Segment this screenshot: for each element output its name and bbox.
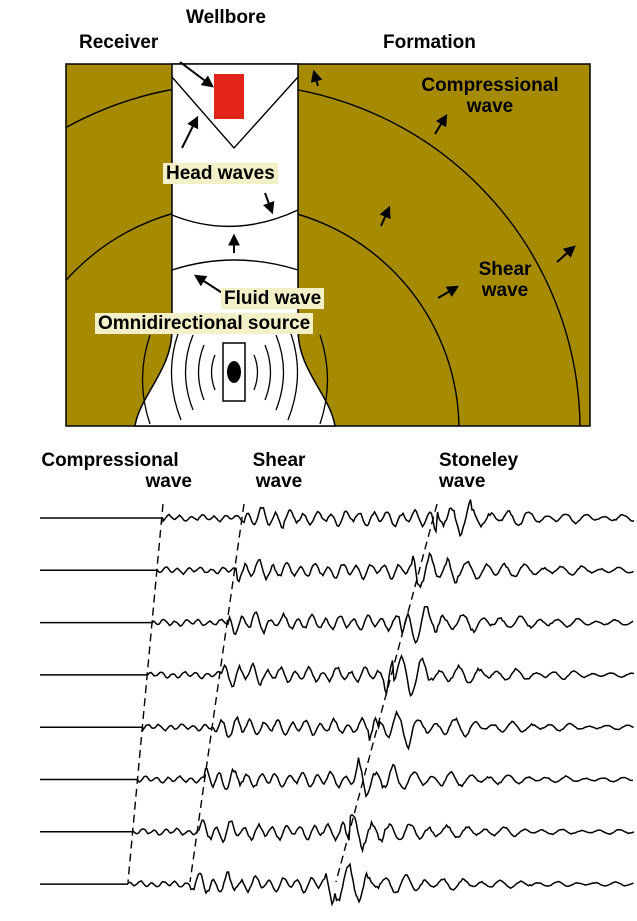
waveform-trace bbox=[162, 499, 635, 538]
waveform-trace bbox=[142, 709, 634, 751]
stoneley-moveout bbox=[335, 503, 438, 883]
shear-wave-label-line2: wave bbox=[481, 280, 529, 301]
head-waves-label: Head waves bbox=[163, 163, 278, 184]
omnidirectional-source-label: Omnidirectional source bbox=[95, 313, 314, 334]
waveform-compressional-label-line1: Compressional bbox=[41, 450, 179, 471]
shear-wave-label-line1: Shear bbox=[478, 259, 532, 280]
compressional-arrow-right bbox=[434, 113, 448, 135]
wellbore-label: Wellbore bbox=[186, 7, 266, 28]
source-ripple bbox=[184, 334, 194, 411]
source-ripple bbox=[141, 334, 151, 425]
receiver-label: Receiver bbox=[79, 32, 159, 53]
shear-wave-label: Shear wave bbox=[466, 259, 544, 301]
waveform-traces bbox=[127, 499, 635, 907]
fluid-wave-front bbox=[171, 259, 299, 271]
waveform-trace bbox=[147, 653, 635, 697]
source-ripple bbox=[253, 354, 259, 391]
waveform-stoneley-label: Stoneley wave bbox=[439, 450, 539, 492]
compressional-arrow-edge bbox=[556, 245, 576, 263]
compressional-wave-label: Compressional wave bbox=[402, 75, 578, 117]
source-ripple bbox=[275, 334, 285, 411]
waveform-trace bbox=[132, 813, 635, 854]
waveform-trace bbox=[127, 862, 634, 907]
head-wave-upper bbox=[171, 76, 299, 150]
waveform-stoneley-label-line2: wave bbox=[439, 471, 486, 492]
shear-arrow-right bbox=[437, 285, 460, 299]
waveform-shear-label-line1: Shear bbox=[252, 450, 306, 471]
compressional-wave-label-line1: Compressional bbox=[421, 75, 559, 96]
source-ripple bbox=[264, 344, 272, 401]
shear-arrow-top bbox=[379, 205, 391, 227]
source-ripple bbox=[287, 325, 299, 421]
waveform-trace bbox=[157, 551, 634, 589]
head-wave-arrow-left bbox=[181, 115, 199, 149]
source-ripple bbox=[210, 354, 216, 391]
source-ripple bbox=[170, 325, 182, 421]
formation-label: Formation bbox=[383, 32, 476, 53]
source-ripple bbox=[197, 344, 205, 401]
waveform-trace bbox=[137, 757, 633, 799]
waveform-compressional-label-line2: wave bbox=[145, 471, 192, 492]
fluid-wave-label: Fluid wave bbox=[221, 288, 325, 309]
waveform-shear-label: Shear wave bbox=[244, 450, 314, 492]
shear-moveout bbox=[189, 503, 245, 883]
head-wave-lower bbox=[171, 209, 299, 227]
formation-rock bbox=[65, 63, 591, 427]
compressional-moveout bbox=[127, 503, 164, 883]
waveform-shear-label-line2: wave bbox=[255, 471, 303, 492]
compressional-arrow-top bbox=[310, 69, 323, 87]
waveform-compressional-label: Compressional wave bbox=[22, 450, 198, 492]
source-transducer bbox=[227, 361, 241, 383]
source-ripple bbox=[319, 334, 329, 425]
compressional-wave-label-line2: wave bbox=[466, 96, 514, 117]
receiver-arrow bbox=[179, 61, 214, 88]
trace-baselines bbox=[40, 517, 163, 885]
head-wave-arrow-right bbox=[263, 192, 275, 215]
waveform-trace bbox=[152, 605, 634, 645]
receiver-box bbox=[214, 74, 244, 119]
waveform-stoneley-label-line1: Stoneley bbox=[439, 450, 519, 471]
